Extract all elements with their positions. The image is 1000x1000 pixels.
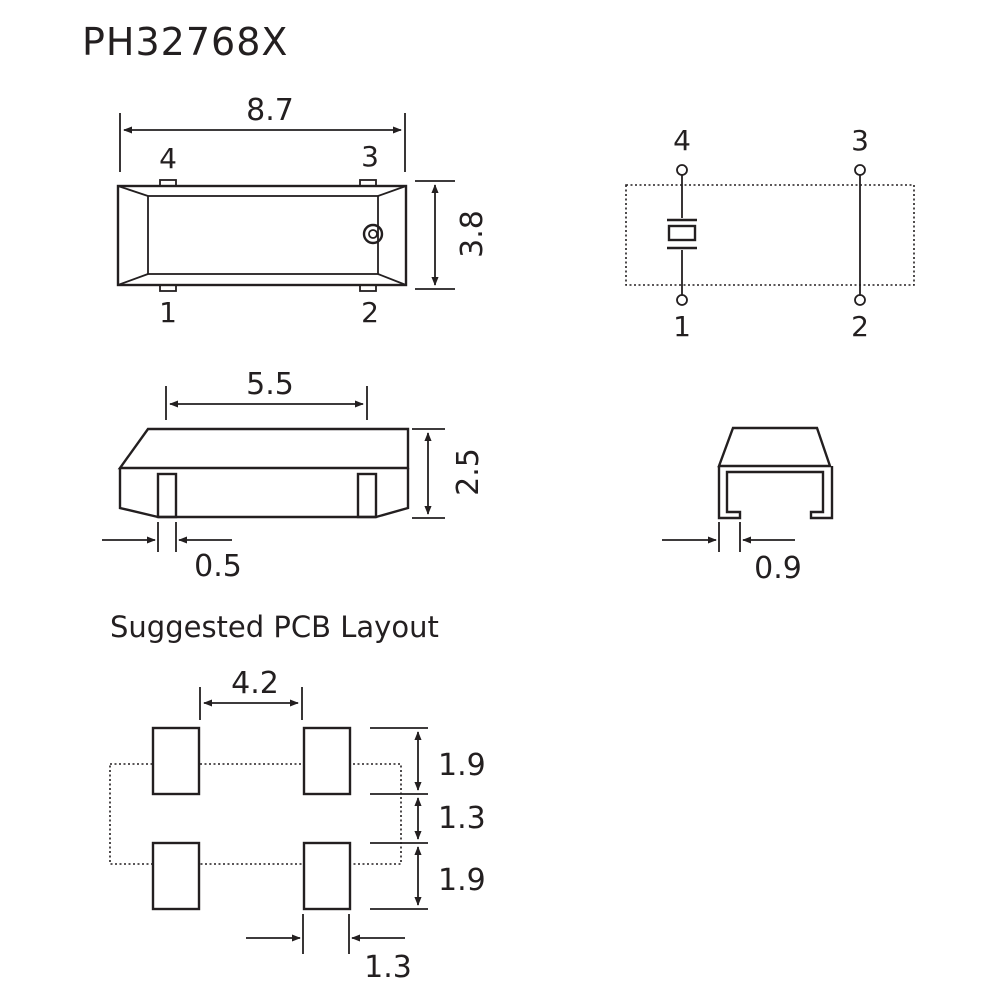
top-view: 8.7 4 3 1 2 3.8 (116, 93, 490, 329)
side-body-top (117, 427, 410, 470)
pad-3 (302, 726, 352, 796)
pad-4 (151, 726, 201, 796)
crystal-icon (667, 224, 697, 242)
schematic-terminal-2 (854, 294, 866, 306)
pin-2-label: 2 (361, 296, 379, 329)
pin-1-marker-dot (368, 229, 378, 239)
dim-pad-width-label: 1.3 (364, 950, 412, 985)
bevel-line (117, 185, 149, 197)
schematic-terminal-1 (676, 294, 688, 306)
package-top-face (147, 195, 379, 275)
side-body-bottom (118, 468, 410, 519)
schematic-pin-4-label: 4 (673, 124, 691, 157)
end-body-top (717, 426, 832, 468)
dim-top-width-label: 5.5 (246, 367, 294, 402)
end-view: 0.9 (662, 426, 834, 586)
schematic-pin-3-label: 3 (851, 124, 869, 157)
end-body-leads (717, 466, 834, 520)
pcb-layout-heading: Suggested PCB Layout (110, 610, 439, 644)
dim-height-label: 3.8 (455, 210, 490, 258)
schematic-terminal-4 (676, 164, 688, 176)
pin-1-label: 1 (159, 296, 177, 329)
side-lead-right (356, 472, 378, 519)
dim-width-label: 8.7 (246, 93, 294, 128)
schematic-outline (625, 184, 915, 286)
bevel-line (377, 185, 407, 197)
dim-lead-width-label: 0.5 (194, 549, 242, 584)
bevel-line (377, 273, 407, 286)
bevel-line (117, 273, 149, 286)
drawing-title: PH32768X (82, 20, 289, 64)
side-view: 5.5 2.5 0.5 (102, 367, 486, 584)
dim-pad-height-bottom-label: 1.9 (438, 863, 486, 898)
pin-4-label: 4 (159, 142, 177, 175)
dim-pad-gap-label: 4.2 (231, 666, 279, 701)
schematic-view: 4 3 1 2 (625, 124, 915, 343)
pin-1-marker-icon (362, 223, 384, 245)
schematic-terminal-3 (854, 164, 866, 176)
schematic-pin-1-label: 1 (673, 310, 691, 343)
pad-1 (151, 841, 201, 911)
pcb-layout: 4.2 1.9 1.3 1.9 1.3 (109, 666, 486, 985)
pin-3-label: 3 (361, 140, 379, 173)
package-body-outline (116, 184, 408, 287)
pad-2 (302, 841, 352, 911)
footprint-outline (109, 763, 402, 865)
dim-height-label: 2.5 (451, 448, 486, 496)
side-lead-left (156, 472, 178, 519)
schematic-pin-2-label: 2 (851, 310, 869, 343)
dim-pad-spacing-label: 1.3 (438, 801, 486, 836)
dim-pad-height-top-label: 1.9 (438, 748, 486, 783)
dim-lead-label: 0.9 (754, 551, 802, 586)
